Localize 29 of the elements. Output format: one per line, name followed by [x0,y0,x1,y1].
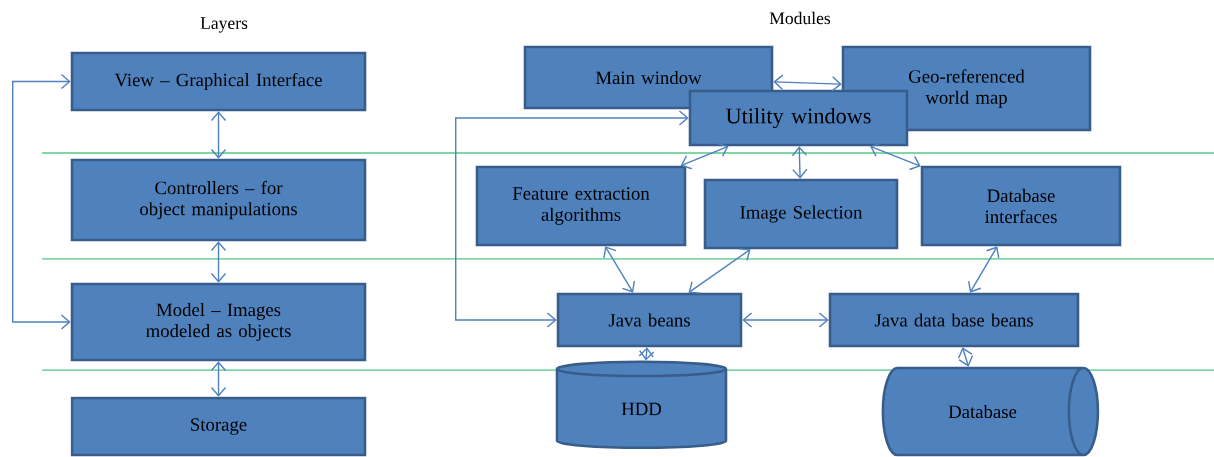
arrow [603,246,636,293]
arrow [791,146,808,179]
process-box: Image Selection [703,178,899,250]
arrow [638,347,655,361]
heading-label: Layers [200,17,248,33]
arrow [967,246,1000,293]
process-box: Controllers – for object manipulations [70,158,367,242]
arrow [455,110,689,328]
storage-cylinder: HDD [555,360,728,450]
heading-label: Modules [769,11,831,25]
arrow [210,241,227,283]
arrow [957,347,974,367]
arrow [210,111,227,159]
process-box: View – Graphical Interface [70,51,367,112]
process-box: Database interfaces [920,165,1122,247]
arrow [870,142,921,171]
arrow [773,74,842,92]
arrow [742,312,829,328]
arrow [210,361,227,397]
process-box: Java beans [556,292,743,348]
process-box: Model – Images modeled as objects [70,282,367,362]
process-box: Storage [70,396,367,457]
process-box: Java data base beans [828,292,1080,348]
process-box: Utility windows [688,89,909,147]
database-cylinder: Database [881,366,1100,457]
process-box: Feature extraction algorithms [475,165,687,247]
arrow [12,73,71,330]
arrow [680,142,729,170]
arrow [688,248,751,294]
